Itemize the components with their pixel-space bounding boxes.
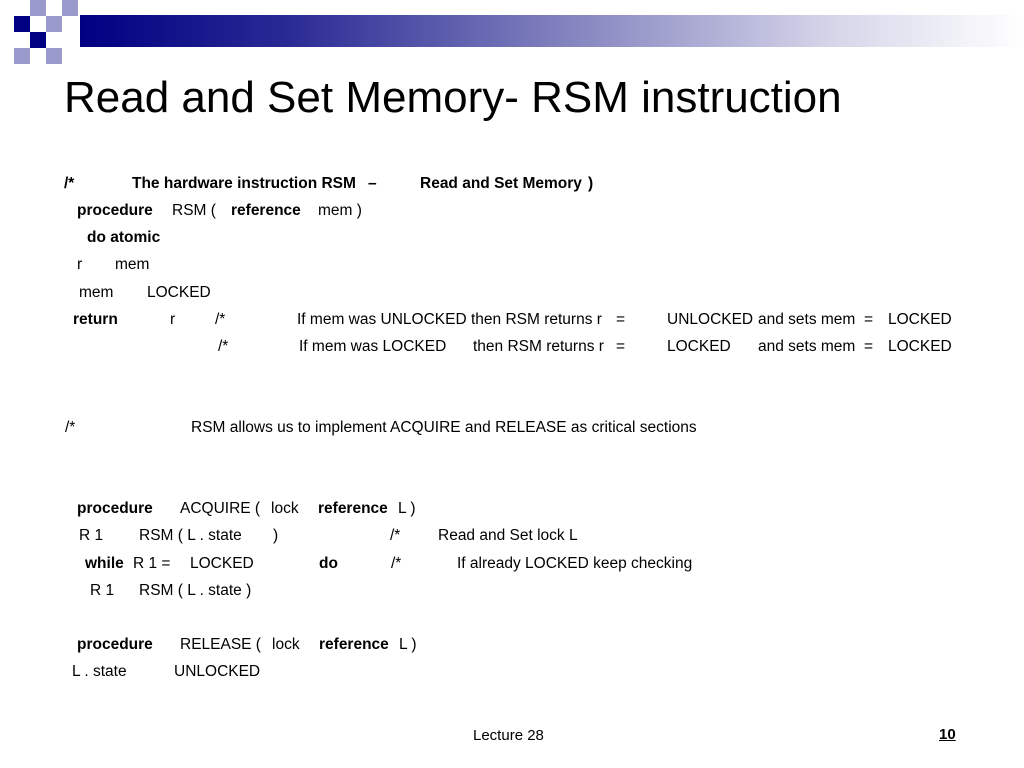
code-comment: If mem was UNLOCKED then RSM returns r <box>297 311 602 328</box>
code-comment: Read and Set lock L <box>438 527 578 544</box>
header-gradient-bar <box>80 15 1024 47</box>
code-comment: LOCKED <box>888 311 952 328</box>
code-comment: If mem was LOCKED <box>299 338 447 355</box>
code-keyword: procedure <box>77 202 153 219</box>
code-token: RSM ( <box>172 202 216 219</box>
code-comment: RSM allows us to implement ACQUIRE and R… <box>191 419 697 436</box>
code-token: R 1 <box>90 582 115 599</box>
code-comment: /* <box>390 527 401 544</box>
code-keyword: procedure <box>77 636 153 653</box>
code-comment: = <box>864 338 874 355</box>
code-keyword: do <box>319 555 338 572</box>
code-comment: /* <box>65 419 76 436</box>
code-token: LOCKED <box>190 555 254 572</box>
code-token: mem ) <box>318 202 362 219</box>
decorative-square <box>46 16 62 32</box>
code-token: UNLOCKED <box>174 663 261 680</box>
code-token: The hardware instruction RSM <box>132 175 356 192</box>
code-comment: LOCKED <box>667 338 731 355</box>
code-token: ACQUIRE ( <box>180 500 261 517</box>
code-token: mem <box>79 284 114 301</box>
code-token: r <box>170 311 176 328</box>
code-token: – <box>368 175 377 192</box>
code-token: L ) <box>399 636 417 653</box>
code-token: mem <box>115 256 150 273</box>
code-keyword: reference <box>231 202 301 219</box>
code-comment: /* <box>218 338 229 355</box>
code-token: L . state <box>72 663 127 680</box>
code-comment: and sets mem <box>758 311 856 328</box>
code-keyword: while <box>85 555 124 572</box>
code-comment: = <box>616 338 626 355</box>
slide-title: Read and Set Memory- RSM instruction <box>64 73 842 122</box>
code-token: ) <box>588 175 594 192</box>
decorative-square <box>14 16 30 32</box>
code-comment: /* <box>391 555 402 572</box>
decorative-square <box>14 48 30 64</box>
code-token: r <box>77 256 83 273</box>
decorative-square <box>62 0 78 16</box>
code-keyword: reference <box>319 636 389 653</box>
code-token: Read and Set Memory <box>420 175 582 192</box>
code-token: R 1 <box>79 527 104 544</box>
code-token: /* <box>64 175 75 192</box>
code-comment: and sets mem <box>758 338 856 355</box>
code-token: lock <box>271 500 299 517</box>
code-token: lock <box>272 636 300 653</box>
code-comment: /* <box>215 311 226 328</box>
footer-lecture-label: Lecture 28 <box>473 727 544 744</box>
code-token: RSM ( L . state <box>139 527 242 544</box>
code-token: RELEASE ( <box>180 636 261 653</box>
code-comment: If already LOCKED keep checking <box>457 555 693 572</box>
code-comment: LOCKED <box>888 338 952 355</box>
code-token: LOCKED <box>147 284 211 301</box>
code-keyword: reference <box>318 500 388 517</box>
code-keyword: procedure <box>77 500 153 517</box>
code-comment: = <box>864 311 874 328</box>
code-token: R 1 = <box>133 555 171 572</box>
page-number: 10 <box>939 726 956 743</box>
decorative-square <box>46 48 62 64</box>
code-token: L ) <box>398 500 416 517</box>
code-comment: then RSM returns r <box>473 338 604 355</box>
code-comment: = <box>616 311 626 328</box>
decorative-square <box>30 0 46 16</box>
code-token: ) <box>273 527 279 544</box>
code-keyword: do atomic <box>87 229 161 246</box>
code-token: RSM ( L . state ) <box>139 582 252 599</box>
code-keyword: return <box>73 311 118 328</box>
decorative-square <box>30 32 46 48</box>
code-comment: UNLOCKED <box>667 311 754 328</box>
